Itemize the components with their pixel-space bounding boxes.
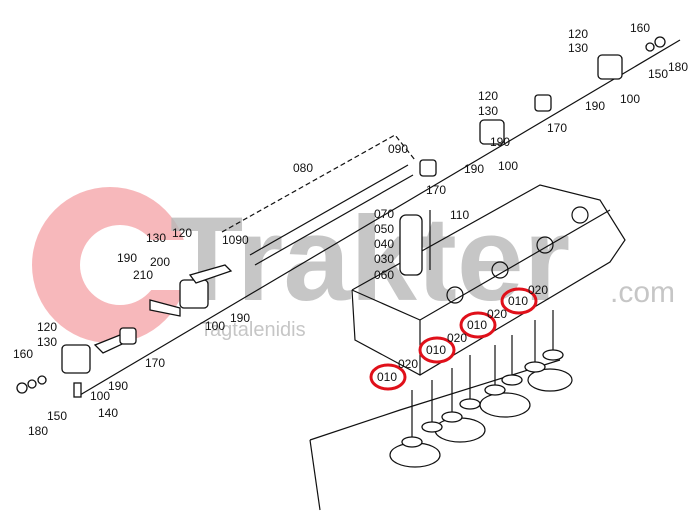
- label-190: 190: [117, 251, 137, 265]
- label-180: 180: [28, 424, 48, 438]
- highlight-circle: [369, 363, 407, 391]
- label-180: 180: [668, 60, 688, 74]
- label-200: 200: [150, 255, 170, 269]
- label-190: 190: [108, 379, 128, 393]
- label-020: 020: [528, 283, 548, 297]
- label-130: 130: [37, 335, 57, 349]
- label-050: 050: [374, 222, 394, 236]
- label-130: 130: [478, 104, 498, 118]
- label-060: 060: [374, 268, 394, 282]
- label-100: 100: [205, 319, 225, 333]
- label-120: 120: [568, 27, 588, 41]
- label-040: 040: [374, 237, 394, 251]
- trakter-logo-icon: [32, 187, 200, 343]
- label-100: 100: [620, 92, 640, 106]
- label-120: 120: [172, 226, 192, 240]
- label-010: 010: [426, 343, 446, 357]
- label-1090: 1090: [222, 233, 249, 247]
- valves: [401, 310, 564, 448]
- highlight-circle: [418, 336, 456, 364]
- watermark-domain: .com: [610, 276, 675, 309]
- label-120: 120: [478, 89, 498, 103]
- label-170: 170: [547, 121, 567, 135]
- rocker-shaft: [79, 39, 681, 396]
- label-190: 190: [464, 162, 484, 176]
- label-080: 080: [293, 161, 313, 175]
- label-070: 070: [374, 207, 394, 221]
- rocker-parts: [16, 36, 666, 398]
- label-020: 020: [447, 331, 467, 345]
- label-030: 030: [374, 252, 394, 266]
- label-190: 190: [585, 99, 605, 113]
- label-090: 090: [388, 142, 408, 156]
- label-110: 110: [450, 208, 469, 222]
- label-190: 190: [230, 311, 250, 325]
- watermark-subtitle: Tagtalenidis: [200, 319, 306, 341]
- label-010: 010: [467, 318, 487, 332]
- label-150: 150: [47, 409, 67, 423]
- label-160: 160: [13, 347, 33, 361]
- highlight-circle: [500, 287, 538, 315]
- label-210: 210: [133, 268, 153, 282]
- label-100: 100: [498, 159, 518, 173]
- label-130: 130: [568, 41, 588, 55]
- label-010: 010: [508, 294, 528, 308]
- label-100: 100: [90, 389, 110, 403]
- label-190: 190: [490, 135, 510, 149]
- label-120: 120: [37, 320, 57, 334]
- label-140: 140: [98, 406, 118, 420]
- label-160: 160: [630, 21, 650, 35]
- label-010: 010: [377, 370, 397, 384]
- label-130: 130: [146, 231, 166, 245]
- label-020: 020: [487, 307, 507, 321]
- label-150: 150: [648, 67, 668, 81]
- highlight-circle: [459, 311, 497, 339]
- label-170: 170: [145, 356, 165, 370]
- label-020: 020: [398, 357, 418, 371]
- part-labels: 160 120 130 150 180 190 100 170 120 130 …: [13, 21, 688, 438]
- label-170: 170: [426, 183, 446, 197]
